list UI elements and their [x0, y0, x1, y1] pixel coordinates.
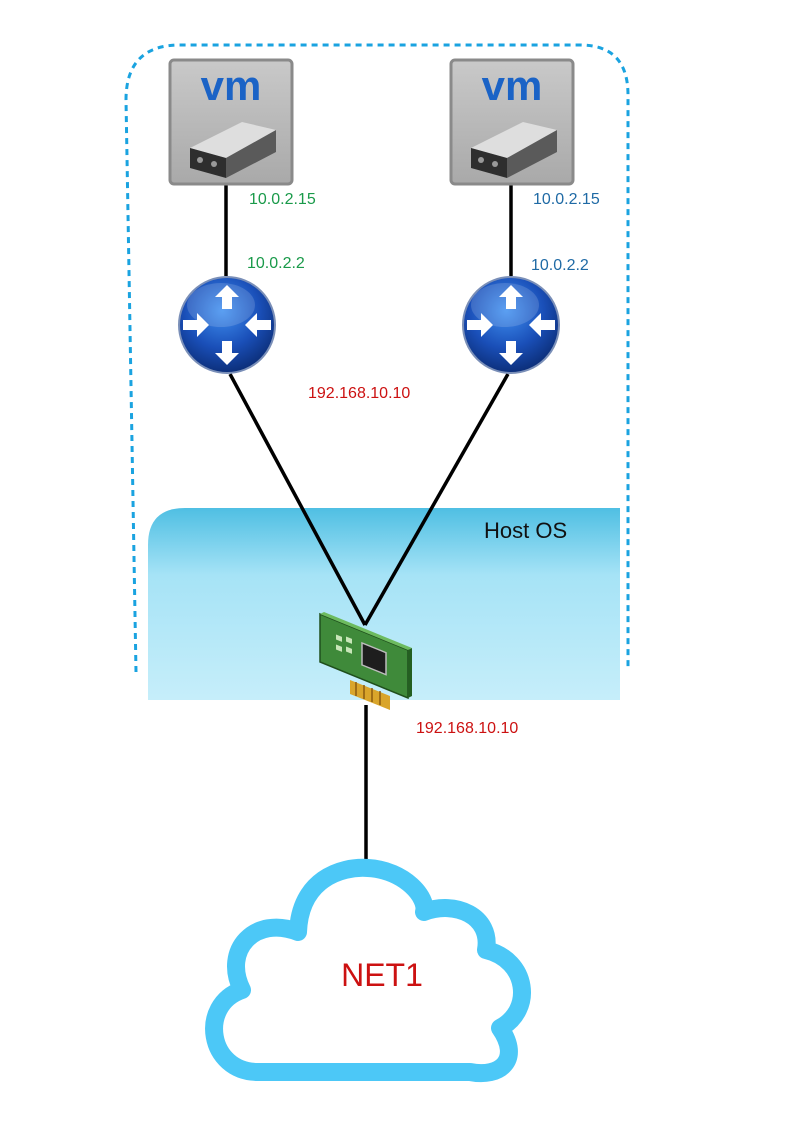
vm1-gateway-label: 10.0.2.2: [247, 255, 305, 272]
nat-address-label: 192.168.10.10: [308, 385, 410, 402]
host-os-label: Host OS: [484, 518, 567, 543]
router-icon: [178, 276, 276, 374]
vm-server-icon: [449, 58, 575, 186]
net1-label: NET1: [341, 957, 423, 993]
vm2-ip-label: 10.0.2.15: [533, 191, 600, 208]
router-icon: [462, 276, 560, 374]
nic-ip-label: 192.168.10.10: [416, 720, 518, 737]
links: [224, 183, 513, 865]
cloud-icon: [205, 858, 531, 1083]
vm1-ip-label: 10.0.2.15: [249, 191, 316, 208]
virtualization-boundary: [124, 43, 630, 673]
vm-server-icon: [168, 58, 294, 186]
link-router1-nic: [228, 373, 367, 626]
vm2-gateway-label: 10.0.2.2: [531, 257, 589, 274]
host-os-block: Host OS: [148, 508, 620, 700]
network-card-icon: [319, 612, 412, 710]
link-router2-nic: [363, 373, 510, 626]
